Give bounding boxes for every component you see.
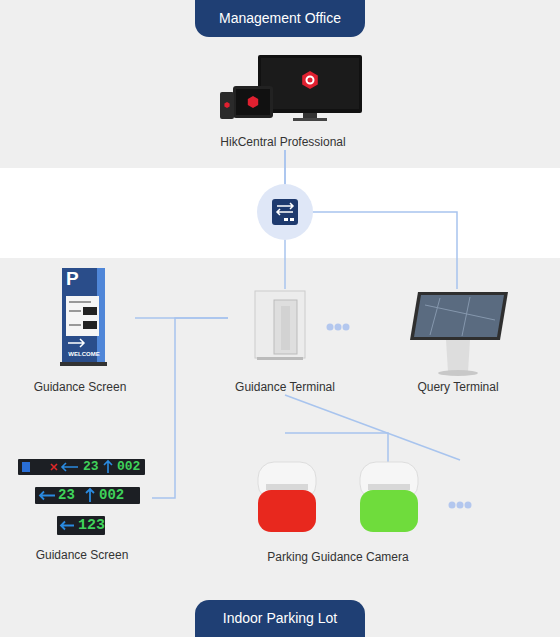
parking-band: Indoor Parking LotGuidance ScreenGuidanc…: [0, 258, 560, 637]
band-title: Management Office: [195, 0, 365, 37]
screen-node: Guidance Screen: [25, 268, 135, 395]
band-title: Indoor Parking Lot: [195, 600, 365, 637]
switch-port: [284, 218, 288, 221]
device-label: Guidance Screen: [12, 548, 152, 563]
parking-sign: P: [66, 268, 79, 290]
welcome-text: WELCOME: [63, 351, 105, 358]
kiosk-node: Query Terminal: [400, 289, 516, 395]
switch-icon: [272, 199, 298, 225]
camera-node: Parking Guidance Camera: [248, 460, 428, 565]
switch-circle: [257, 184, 313, 240]
led-digits: 23: [58, 487, 75, 504]
terminal-node: Guidance Terminal: [228, 289, 342, 395]
switch-port: [290, 218, 294, 221]
switch-arrows: [277, 203, 293, 215]
led-digits: 002: [117, 459, 140, 475]
led-digits: 002: [99, 487, 124, 504]
led-digits: 123: [78, 516, 105, 535]
device-label: Query Terminal: [400, 380, 516, 395]
led-digits: 23: [83, 459, 99, 475]
network-switch: [257, 184, 313, 240]
device-label: HikCentral Professional: [183, 135, 383, 150]
device-label: Guidance Terminal: [228, 380, 342, 395]
device-label: Guidance Screen: [25, 380, 135, 395]
device-label: Parking Guidance Camera: [248, 550, 428, 565]
office-band: Management OfficeHikCentral Professional: [0, 0, 560, 168]
software-node: HikCentral Professional: [183, 48, 383, 150]
